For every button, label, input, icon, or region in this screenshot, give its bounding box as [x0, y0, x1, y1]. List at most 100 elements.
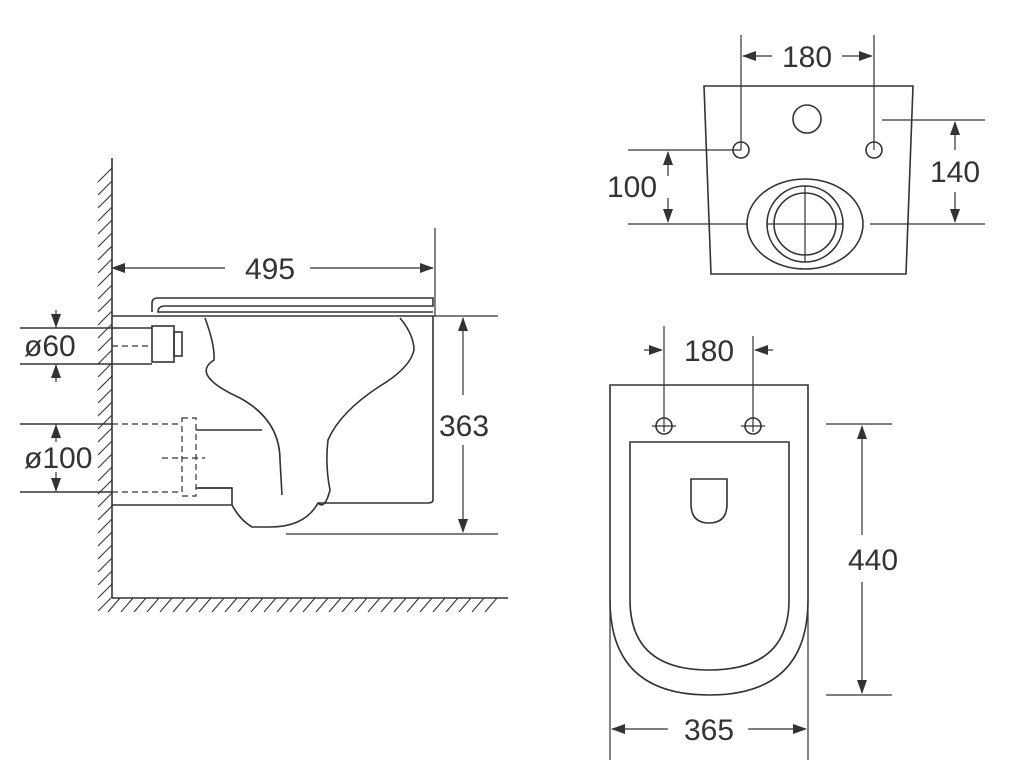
- floor-hatch-mark: [133, 597, 147, 613]
- floor-hatch-mark: [276, 597, 290, 613]
- wall-hatch-mark: [97, 219, 113, 235]
- floor-hatch-mark: [328, 597, 342, 613]
- trap-inner: [204, 317, 283, 496]
- wall-hatch-mark: [97, 258, 113, 274]
- label-top-width: 365: [684, 714, 734, 747]
- rear-outline: [703, 85, 914, 275]
- floor-hatch-mark: [263, 597, 277, 613]
- dim-top-fixing-spacing: 180: [644, 326, 773, 432]
- trap-outer: [317, 317, 415, 506]
- label-outlet-diameter: ø100: [24, 442, 92, 475]
- wall-hatch-mark: [97, 336, 113, 352]
- floor-hatch-mark: [432, 597, 446, 613]
- floor-hatch-mark: [367, 597, 381, 613]
- floor-hatch-mark: [107, 597, 121, 613]
- label-top-length: 440: [848, 544, 898, 577]
- floor-hatch-mark: [302, 597, 316, 613]
- floor-hatch-mark: [237, 597, 251, 613]
- label-rear-outlet-height: 100: [607, 171, 657, 204]
- side-view: 495 363 ø60 ø100: [20, 158, 508, 613]
- wall-hatch-mark: [97, 297, 113, 313]
- toilet-bowl: [112, 315, 434, 528]
- outlet-fitting: [20, 417, 262, 497]
- floor-hatch-mark: [484, 597, 498, 613]
- floor-hatch-mark: [120, 597, 134, 613]
- label-side-height: 363: [439, 410, 489, 443]
- label-rear-fixing-spacing: 180: [782, 41, 832, 74]
- floor-hatch-mark: [172, 597, 186, 613]
- wall-hatch-mark: [97, 453, 113, 469]
- dim-side-height: 363: [286, 315, 498, 535]
- wall-hatch-mark: [97, 518, 113, 534]
- wall-hatch-mark: [97, 492, 113, 508]
- label-rear-fixing-height: 140: [930, 156, 980, 189]
- floor-hatch-mark: [185, 597, 199, 613]
- dim-outlet-diameter: ø100: [24, 424, 92, 492]
- wall-hatch-mark: [97, 310, 113, 326]
- wall-hatch-mark: [97, 466, 113, 482]
- floor-hatch-mark: [146, 597, 160, 613]
- floor-hatch-mark: [315, 597, 329, 613]
- dim-rear-fixing-spacing: 180: [740, 35, 875, 150]
- wall-hatch-mark: [97, 440, 113, 456]
- wall-hatch-mark: [97, 557, 113, 573]
- seat-lid: [151, 297, 434, 313]
- floor-hatch-mark: [224, 597, 238, 613]
- wall-hatch-mark: [97, 232, 113, 248]
- floor-hatch-mark: [445, 597, 459, 613]
- label-side-depth: 495: [245, 253, 295, 286]
- wall-hatch-mark: [97, 193, 113, 209]
- wall-hatch-mark: [97, 271, 113, 287]
- wall-hatch-mark: [97, 388, 113, 404]
- dim-rear-outlet-height: 100: [607, 149, 748, 225]
- top-seat: [629, 441, 790, 671]
- floor-hatch-mark: [198, 597, 212, 613]
- wall-hatch-mark: [97, 167, 113, 183]
- wall-hatch-mark: [97, 375, 113, 391]
- wall-hatch-mark: [97, 206, 113, 222]
- inlet-fitting: [20, 325, 183, 365]
- floor-hatch-mark: [458, 597, 472, 613]
- label-inlet-diameter: ø60: [24, 330, 76, 363]
- floor-hatch-mark: [341, 597, 355, 613]
- floor-hatch-mark: [380, 597, 394, 613]
- wall-hatch-mark: [97, 427, 113, 443]
- wall-hatch-mark: [97, 414, 113, 430]
- wall-hatch-mark: [97, 570, 113, 586]
- wall-hatch-mark: [97, 362, 113, 378]
- wall-hatch-mark: [97, 531, 113, 547]
- wall-hatch-mark: [97, 323, 113, 339]
- wall-hatch-mark: [97, 583, 113, 599]
- wall-hatch-mark: [97, 401, 113, 417]
- floor-hatch-mark: [354, 597, 368, 613]
- dim-inlet-diameter: ø60: [24, 310, 76, 382]
- wall-hatch-mark: [97, 245, 113, 261]
- floor-hatch-mark: [159, 597, 173, 613]
- floor-hatch-mark: [211, 597, 225, 613]
- wall-hatch-mark: [97, 349, 113, 365]
- wall-hatch-mark: [97, 284, 113, 300]
- floor-hatch-mark: [250, 597, 264, 613]
- dim-rear-fixing-height: 140: [870, 119, 985, 225]
- rear-inlet-hole: [792, 104, 822, 134]
- floor-hatch-mark: [471, 597, 485, 613]
- wall-hatch-mark: [97, 180, 113, 196]
- wall-hatch-mark: [97, 505, 113, 521]
- dim-top-length: 440: [826, 423, 898, 696]
- dim-side-depth: 495: [111, 228, 436, 316]
- label-top-fixing-spacing: 180: [684, 335, 734, 368]
- rear-view: 180 140 100: [607, 35, 985, 275]
- floor-hatch-mark: [289, 597, 303, 613]
- floor: [107, 597, 508, 613]
- top-outline: [609, 384, 809, 696]
- top-view: 180 440 365: [609, 326, 898, 760]
- wall: [97, 158, 113, 612]
- top-flush-button: [690, 478, 728, 524]
- wall-hatch-mark: [97, 596, 113, 612]
- floor-hatch-mark: [393, 597, 407, 613]
- dim-top-width: 365: [609, 600, 809, 760]
- wall-hatch-mark: [97, 544, 113, 560]
- floor-hatch-mark: [406, 597, 420, 613]
- floor-hatch-mark: [419, 597, 433, 613]
